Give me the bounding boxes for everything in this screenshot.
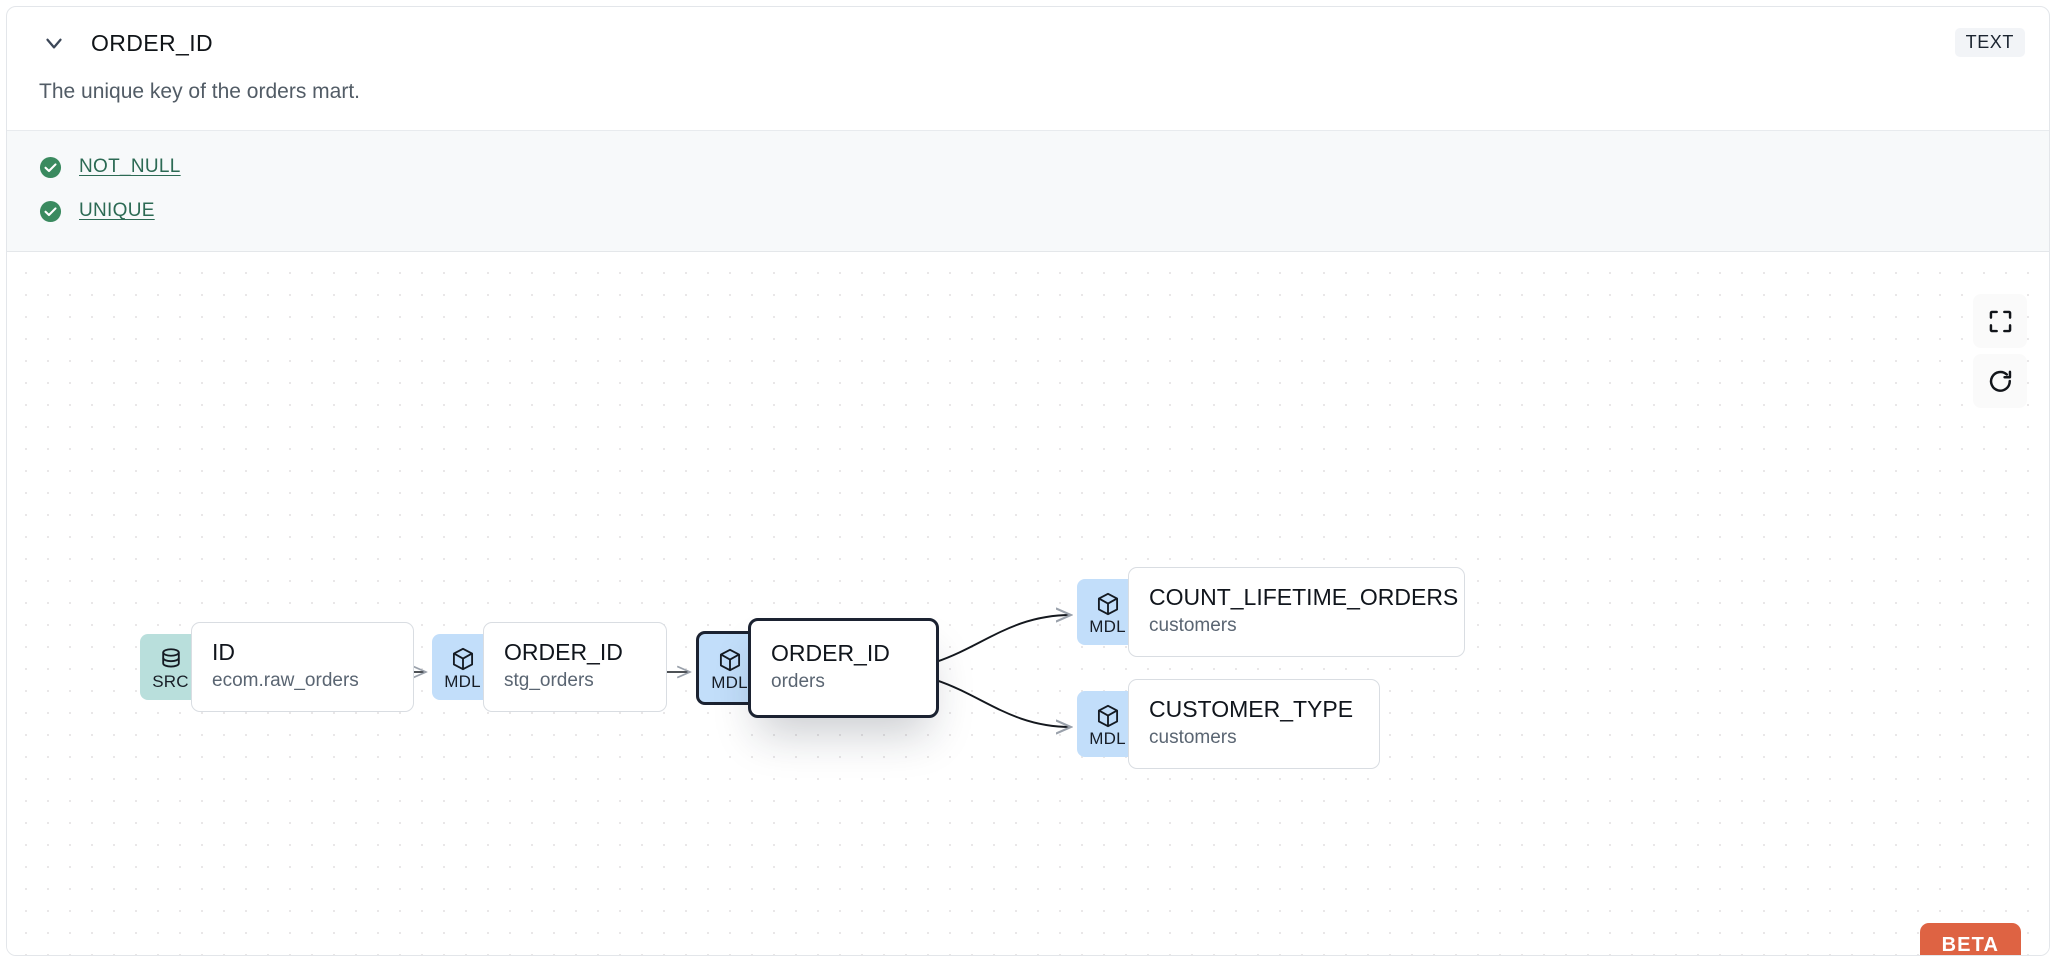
node-name: ORDER_ID [504,639,623,666]
node-badge-src: SRC [140,634,201,701]
lineage-canvas[interactable]: SRC ID ecom.raw_orders MDL [7,252,2049,956]
test-link-unique[interactable]: UNIQUE [79,200,155,222]
node-badge-label: MDL [711,673,748,693]
test-link-not-null[interactable]: NOT_NULL [79,156,181,178]
cube-icon [1097,705,1118,728]
tests-section: NOT_NULL UNIQUE [7,130,2049,253]
lineage-node-orders-order-id-selected[interactable]: MDL ORDER_ID orders [696,618,939,719]
refresh-icon [1989,370,2011,392]
node-body: ORDER_ID orders [748,618,939,719]
page-title: ORDER_ID [91,29,214,56]
fullscreen-icon [1989,310,2011,332]
node-badge-label: MDL [1089,729,1126,749]
node-badge-mdl: MDL [1077,579,1138,646]
node-name: ID [212,639,235,666]
lineage-node-customer-type[interactable]: MDL CUSTOMER_TYPE customers [1077,679,1380,770]
node-subtitle: ecom.raw_orders [212,670,359,692]
canvas-controls [1973,294,2027,409]
node-name: ORDER_ID [771,640,890,667]
fit-view-button[interactable] [1973,294,2027,349]
node-badge-mdl: MDL [1077,691,1138,758]
node-body: ORDER_ID stg_orders [483,622,667,713]
node-badge-mdl: MDL [432,634,493,701]
node-name: COUNT_LIFETIME_ORDERS [1149,584,1459,611]
node-subtitle: stg_orders [504,670,594,692]
node-badge-label: MDL [1089,617,1126,637]
node-subtitle: customers [1149,615,1237,637]
check-circle-icon [39,156,62,179]
test-row: UNIQUE [39,189,2017,233]
column-description: The unique key of the orders mart. [39,80,360,103]
lineage-edges [359,252,2049,956]
reset-button[interactable] [1973,354,2027,409]
node-subtitle: customers [1149,727,1237,749]
node-body: CUSTOMER_TYPE customers [1128,679,1380,770]
lineage-node-stg-order-id[interactable]: MDL ORDER_ID stg_orders [432,622,667,713]
chevron-down-icon[interactable] [39,28,69,58]
test-row: NOT_NULL [39,145,2017,189]
card-header: ORDER_ID TEXT [7,7,2049,79]
cube-icon [719,649,740,672]
lineage-node-src-id[interactable]: SRC ID ecom.raw_orders [140,622,414,713]
cube-icon [1097,593,1118,616]
node-body: ID ecom.raw_orders [191,622,414,713]
node-subtitle: orders [771,671,825,693]
check-circle-icon [39,200,62,223]
node-name: CUSTOMER_TYPE [1149,696,1354,723]
node-body: COUNT_LIFETIME_ORDERS customers [1128,567,1465,658]
cube-icon [452,648,473,671]
column-detail-card: ORDER_ID TEXT The unique key of the orde… [6,6,2050,956]
database-icon [161,648,180,668]
lineage-node-count-lifetime-orders[interactable]: MDL COUNT_LIFETIME_ORDERS customers [1077,567,1465,658]
node-badge-label: MDL [444,672,481,692]
beta-badge[interactable]: BETA [1919,923,2021,955]
node-badge-label: SRC [152,672,189,692]
data-type-badge: TEXT [1954,28,2025,57]
